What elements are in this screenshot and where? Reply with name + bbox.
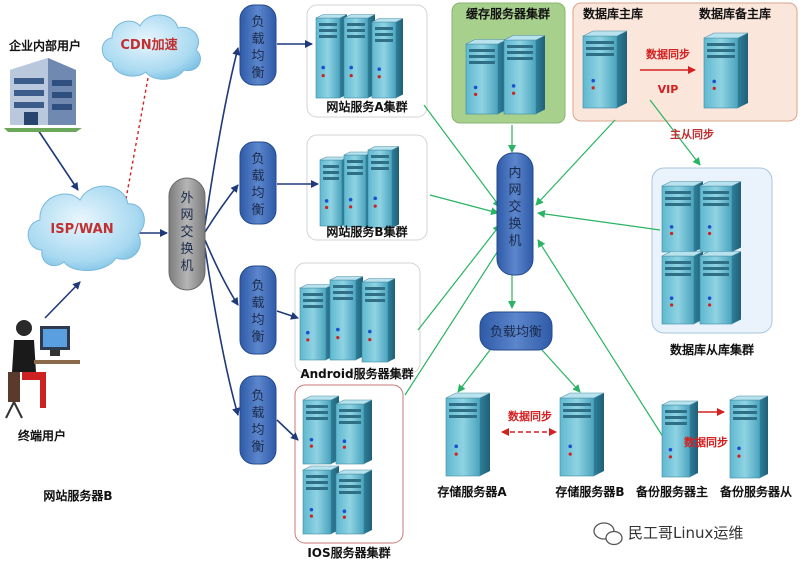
lb1-label: 负载均衡 xyxy=(251,15,264,81)
internal-switch-label: 内网交换机 xyxy=(508,165,521,249)
lb4-label: 负载均衡 xyxy=(251,389,264,455)
wechat-icon xyxy=(593,522,623,546)
cluster-android-label: Android服务器集群 xyxy=(300,366,413,381)
server-android-1 xyxy=(299,284,334,361)
cdn-label: CDN加速 xyxy=(120,37,177,53)
external-switch-icon: 外网交换机 xyxy=(168,177,206,291)
cluster-ios-label: IOS服务器集群 xyxy=(307,545,390,560)
link-enterprise-isp xyxy=(37,129,79,191)
building-icon xyxy=(4,58,82,132)
cluster-a-label: 网站服务A集群 xyxy=(326,99,407,114)
server-storage-a xyxy=(445,392,491,477)
backup-slave-label: 备份服务器从 xyxy=(719,484,792,499)
master-slave-label: 主从同步 xyxy=(670,127,714,141)
link-lb-storage-b xyxy=(541,349,581,393)
green-links xyxy=(404,99,701,441)
server-a-3 xyxy=(371,18,404,99)
server-db-slave-4 xyxy=(699,251,742,325)
server-db-slave-2 xyxy=(699,181,742,253)
server-backup-master xyxy=(661,400,699,478)
backup-master-label: 备份服务器主 xyxy=(635,484,708,499)
cache-cluster-label: 缓存服务器集群 xyxy=(466,6,550,21)
server-storage-b xyxy=(559,392,605,477)
server-b-3 xyxy=(367,146,400,229)
lb4-icon: 负载均衡 xyxy=(239,375,277,465)
navy-links xyxy=(37,40,319,441)
db-master-label: 数据库主库 xyxy=(583,6,643,21)
lb-internal-label: 负载均衡 xyxy=(490,325,542,340)
cluster-b-label: 网站服务B集群 xyxy=(326,224,407,239)
server-ios-1 xyxy=(302,395,340,465)
link-ios-internal xyxy=(404,239,506,396)
db-slave-label: 数据库从库集群 xyxy=(670,342,754,357)
terminal-user-label: 终端用户 xyxy=(18,428,66,443)
server-ios-3 xyxy=(302,465,340,535)
lb1-icon: 负载均衡 xyxy=(239,4,277,86)
lb3-icon: 负载均衡 xyxy=(239,265,277,355)
cdn-cloud-icon xyxy=(101,14,201,80)
server-android-2 xyxy=(329,276,364,361)
server-cache-2 xyxy=(503,35,546,115)
server-db-slave-3 xyxy=(661,251,704,325)
backup-sync-label: 数据同步 xyxy=(684,435,728,449)
site-server-b-caption: 网站服务器B xyxy=(43,488,112,503)
storage-b-label: 存储服务器B xyxy=(554,484,624,499)
storage-a-label: 存储服务器A xyxy=(436,484,507,499)
db-sync-label: 数据同步 xyxy=(646,47,690,61)
server-ios-2 xyxy=(335,399,373,465)
link-switch-lb2 xyxy=(204,184,239,233)
external-switch-label: 外网交换机 xyxy=(180,191,193,274)
server-a-2 xyxy=(343,14,376,99)
link-dbmaster-internal xyxy=(535,119,616,206)
link-lb3-android xyxy=(276,310,299,320)
server-backup-slave xyxy=(729,395,769,479)
link-cdn-isp xyxy=(121,77,149,211)
lb3-label: 负载均衡 xyxy=(251,279,264,345)
isp-label: ISP/WAN xyxy=(50,222,113,237)
link-switch-lb1 xyxy=(204,47,241,226)
link-lb-storage-a xyxy=(457,349,491,393)
link-switch-lb3 xyxy=(204,239,239,306)
link-android-internal xyxy=(417,224,501,331)
lb2-label: 负载均衡 xyxy=(251,152,264,218)
enterprise-user-label: 企业内部用户 xyxy=(8,38,81,53)
terminal-user-icon xyxy=(5,320,80,419)
link-a-internal xyxy=(423,104,501,208)
link-master-slave xyxy=(649,99,701,166)
isp-cloud-icon xyxy=(27,185,145,272)
server-db-backup-master xyxy=(703,32,749,109)
lb2-icon: 负载均衡 xyxy=(239,141,277,225)
link-dbslave-internal xyxy=(537,210,661,231)
link-b-internal xyxy=(429,194,499,216)
server-a-1 xyxy=(315,14,348,99)
servers-layer xyxy=(299,14,769,535)
link-switch-lb4 xyxy=(204,247,240,416)
db-backup-master-label: 数据库备主库 xyxy=(699,6,771,21)
vip-label: VIP xyxy=(658,83,679,96)
server-cache-1 xyxy=(465,39,508,115)
link-terminal-isp xyxy=(44,281,81,319)
lb-internal-icon: 负载均衡 xyxy=(479,311,553,351)
server-db-master xyxy=(582,30,628,109)
server-ios-4 xyxy=(335,469,373,535)
link-backup-internal xyxy=(537,239,666,441)
internal-switch-icon: 内网交换机 xyxy=(496,152,534,276)
server-db-slave-1 xyxy=(661,181,704,253)
link-lb4-ios xyxy=(276,419,299,441)
storage-sync-label: 数据同步 xyxy=(508,409,552,423)
server-android-3 xyxy=(361,278,396,363)
watermark-label: 民工哥Linux运维 xyxy=(628,524,743,542)
